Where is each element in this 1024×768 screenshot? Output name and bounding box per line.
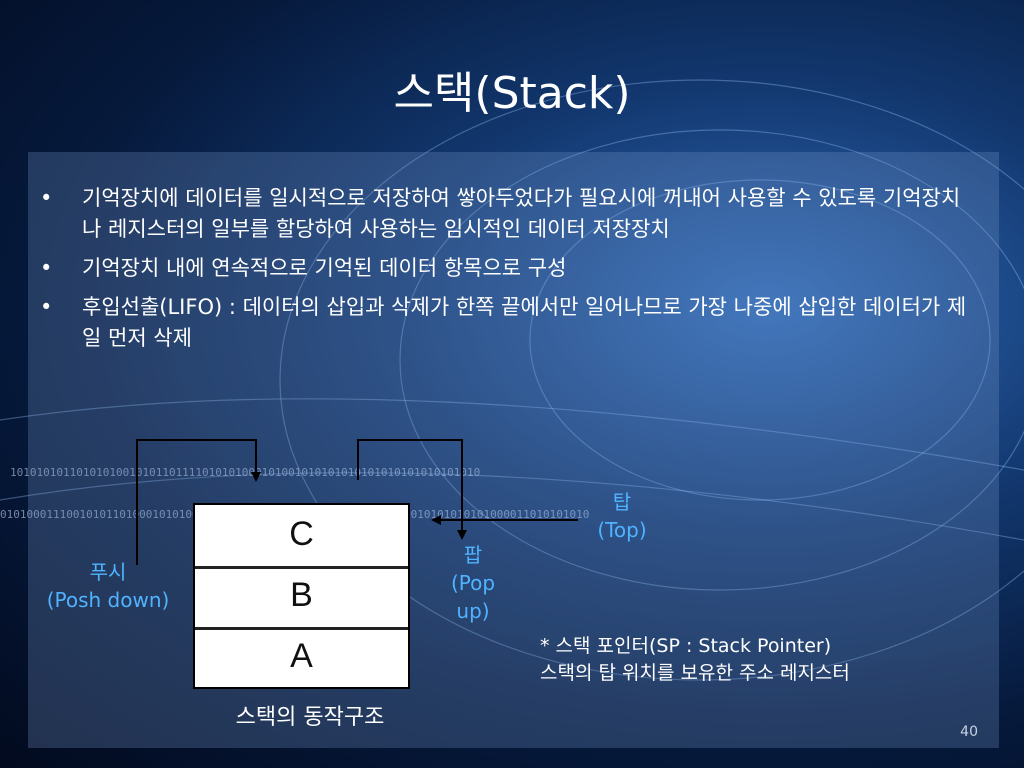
- stack-pointer-note: * 스택 포인터(SP : Stack Pointer) 스택의 탑 위치를 보…: [540, 633, 1010, 687]
- stack-cell-a: A: [290, 637, 313, 675]
- push-arrow: [136, 439, 261, 565]
- pop-arrow: [357, 439, 467, 540]
- bullet-list: • 기억장치에 데이터를 일시적으로 저장하여 쌓아두었다가 필요시에 꺼내어 사…: [38, 183, 978, 362]
- top-label-english: (Top): [597, 518, 647, 542]
- bullet-text: 후입선출(LIFO) : 데이터의 삽입과 삭제가 한쪽 끝에서만 일어나므로 …: [82, 295, 967, 350]
- binary-row-1: 1010101011010101001010110111101010100010…: [10, 466, 480, 479]
- pop-label: 팝 (Pop up): [430, 541, 516, 625]
- page-number: 40: [960, 724, 978, 740]
- bullet-text: 기억장치에 데이터를 일시적으로 저장하여 쌓아두었다가 필요시에 꺼내어 사용…: [82, 186, 961, 241]
- bullet-symbol: •: [40, 256, 53, 280]
- bullet-text: 기억장치 내에 연속적으로 기억된 데이터 항목으로 구성: [82, 256, 567, 280]
- bullet-item: • 후입선출(LIFO) : 데이터의 삽입과 삭제가 한쪽 끝에서만 일어나므로…: [38, 292, 978, 354]
- sp-note-description: 스택의 탑 위치를 보유한 주소 레지스터: [540, 662, 850, 684]
- bullet-symbol: •: [40, 295, 53, 319]
- stack-box: C B A: [193, 503, 410, 689]
- bullet-symbol: •: [40, 186, 53, 210]
- pop-label-english-2: up): [456, 599, 490, 623]
- content-panel: [28, 152, 999, 748]
- push-label-english: (Posh down): [46, 588, 170, 612]
- stack-cell-b: B: [195, 566, 408, 630]
- pop-label-korean: 팝: [463, 543, 483, 567]
- pop-label-english-1: (Pop: [450, 571, 496, 595]
- slide-title: 스택(Stack): [393, 68, 631, 119]
- sp-note-title: * 스택 포인터(SP : Stack Pointer): [540, 635, 832, 657]
- top-label: 탑 (Top): [572, 488, 672, 544]
- stack-cell-c: C: [195, 505, 408, 569]
- push-label-korean: 푸시: [89, 560, 127, 584]
- top-label-korean: 탑: [612, 490, 632, 514]
- push-label: 푸시 (Posh down): [18, 558, 198, 614]
- bullet-item: • 기억장치 내에 연속적으로 기억된 데이터 항목으로 구성: [38, 253, 978, 284]
- bullet-item: • 기억장치에 데이터를 일시적으로 저장하여 쌓아두었다가 필요시에 꺼내어 사…: [38, 183, 978, 245]
- diagram-caption: 스택의 동작구조: [235, 705, 385, 730]
